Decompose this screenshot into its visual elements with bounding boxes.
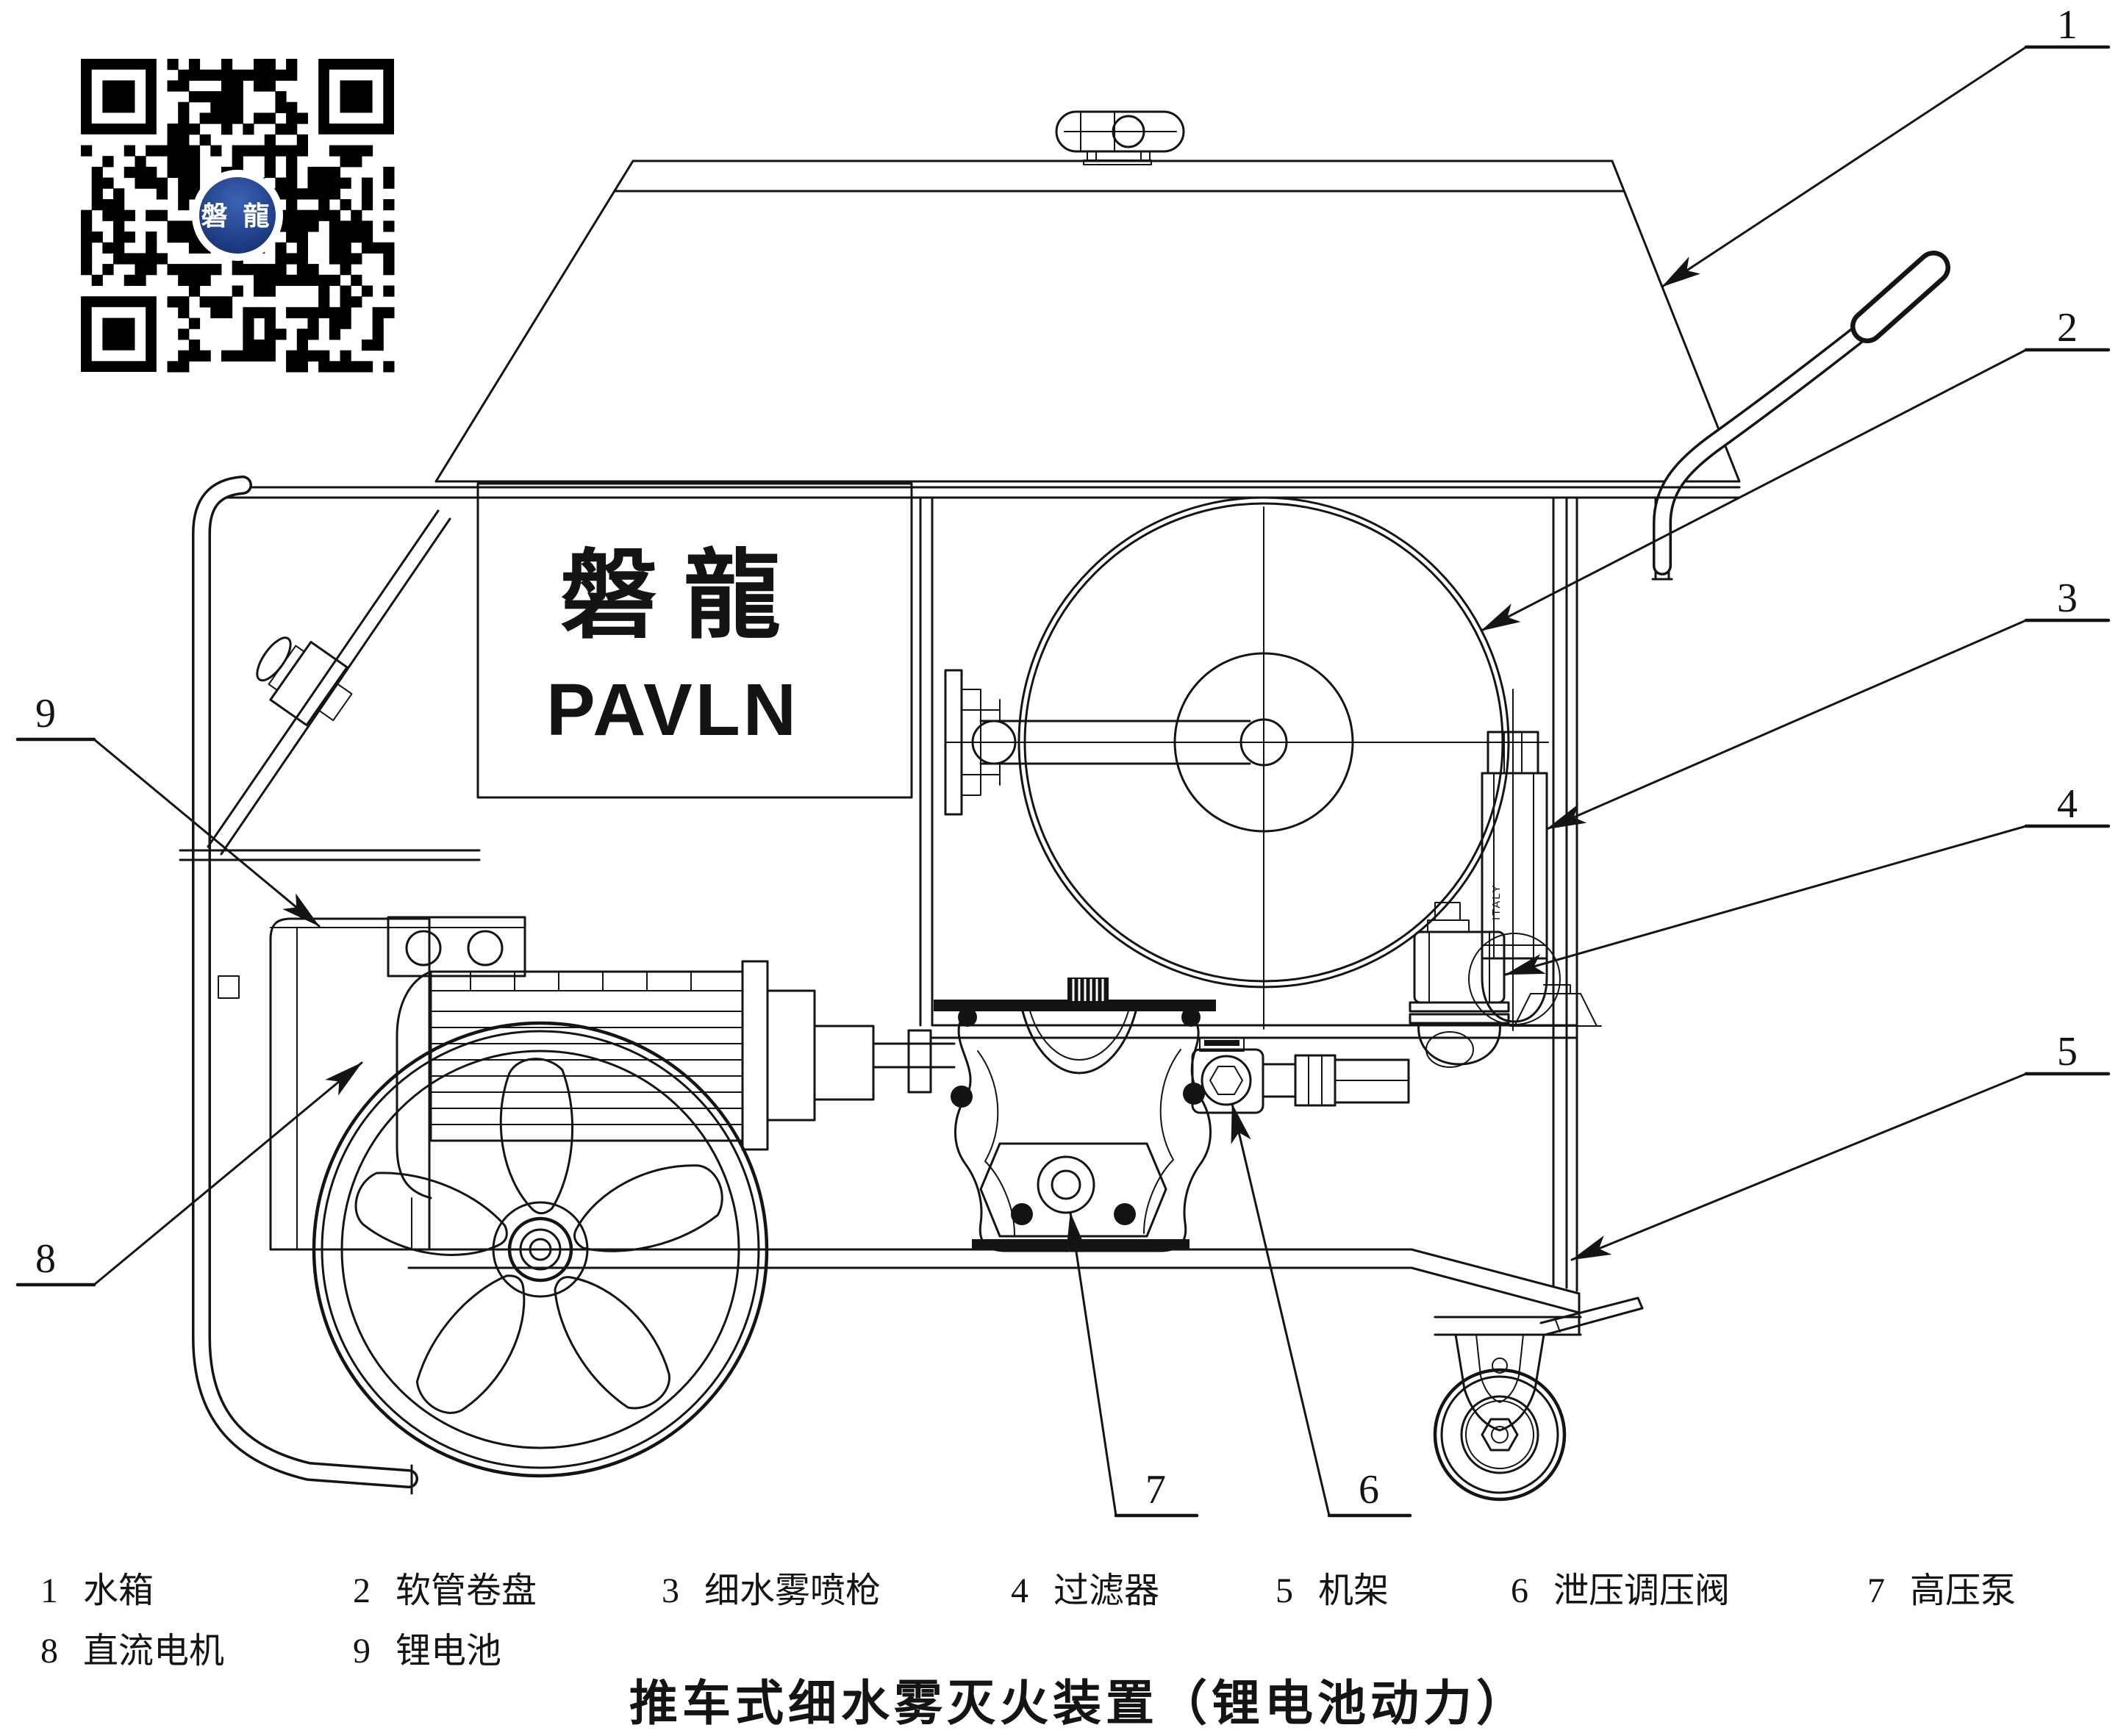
legend-item-4: 4 过滤器 [1011, 1571, 1159, 1610]
brace-clamp [256, 636, 353, 727]
legend-item-8: 8 直流电机 [40, 1632, 224, 1671]
caster-wheel [1433, 1296, 1644, 1502]
qr-logo-disc [199, 177, 276, 254]
callout-3-number: 3 [2057, 575, 2078, 621]
brand-chinese: 磐龍 [560, 542, 807, 650]
svg-text:锂电池: 锂电池 [396, 1632, 501, 1671]
callout-1-number: 1 [2057, 2, 2078, 48]
svg-text:6: 6 [1511, 1571, 1528, 1610]
push-handle [1651, 251, 1950, 581]
water-mist-gun: ITALY [1468, 689, 1561, 1031]
filter [1409, 902, 1510, 1068]
legend: 1 水箱 2 软管卷盘 3 细水雾喷枪 4 过滤器 5 机架 6 泄压调压阀 7… [40, 1571, 2016, 1671]
svg-text:3: 3 [662, 1571, 679, 1610]
relief-valve [1191, 1037, 1410, 1114]
pump-grip [1067, 978, 1109, 1002]
callout-1: 1 [1661, 2, 2111, 288]
brand-latin: PAVLN [546, 669, 799, 751]
svg-text:机架: 机架 [1318, 1571, 1389, 1610]
callout-5: 5 [1570, 1029, 2111, 1261]
callouts: 1 2 3 4 5 6 7 [15, 2, 2111, 1518]
hose-reel [944, 496, 1549, 1030]
qr-logo-text: 磐 龍 [201, 201, 273, 231]
svg-text:2: 2 [353, 1571, 371, 1610]
svg-text:软管卷盘: 软管卷盘 [396, 1571, 537, 1610]
svg-text:9: 9 [353, 1632, 371, 1671]
legend-item-3: 3 细水雾喷枪 [662, 1571, 881, 1610]
legend-item-6: 6 泄压调压阀 [1511, 1571, 1730, 1610]
svg-text:5: 5 [1276, 1571, 1293, 1610]
svg-text:细水雾喷枪: 细水雾喷枪 [704, 1571, 881, 1610]
high-pressure-pump [934, 978, 1216, 1252]
dc-motor [387, 916, 956, 1250]
callout-6-number: 6 [1359, 1467, 1379, 1513]
svg-text:过滤器: 过滤器 [1053, 1571, 1159, 1610]
device-drawing: 磐龍 PAVLN [179, 110, 1950, 1502]
callout-5-number: 5 [2057, 1029, 2078, 1075]
drawing-title: 推车式细水雾灭火装置（锂电池动力） [629, 1676, 1529, 1730]
callout-2-number: 2 [2057, 305, 2078, 351]
gun-marking-text: ITALY [1490, 884, 1503, 920]
svg-text:1: 1 [40, 1571, 58, 1610]
svg-text:水箱: 水箱 [83, 1571, 154, 1610]
callout-9: 9 [15, 691, 321, 928]
callout-4-number: 4 [2057, 781, 2078, 827]
main-wheel [312, 1021, 769, 1478]
tank-cap [1055, 110, 1185, 165]
svg-text:7: 7 [1867, 1571, 1885, 1610]
lithium-battery [269, 917, 431, 1251]
legend-item-1: 1 水箱 [40, 1571, 154, 1610]
callout-8: 8 [15, 1061, 363, 1287]
water-tank [434, 110, 1741, 483]
callout-4: 4 [1504, 781, 2111, 976]
legend-item-2: 2 软管卷盘 [353, 1571, 537, 1610]
callout-9-number: 9 [35, 691, 56, 736]
frame [179, 476, 1741, 1495]
svg-text:8: 8 [40, 1632, 58, 1671]
svg-text:泄压调压阀: 泄压调压阀 [1553, 1571, 1730, 1610]
svg-text:直流电机: 直流电机 [83, 1632, 224, 1671]
svg-text:高压泵: 高压泵 [1910, 1571, 2016, 1610]
callout-7: 7 [1066, 1211, 1199, 1518]
brand-panel: 磐龍 PAVLN [476, 482, 913, 799]
callout-2: 2 [1480, 305, 2111, 632]
legend-item-5: 5 机架 [1276, 1571, 1389, 1610]
legend-item-9: 9 锂电池 [353, 1632, 501, 1671]
callout-8-number: 8 [35, 1236, 56, 1282]
svg-text:4: 4 [1011, 1571, 1028, 1610]
legend-item-7: 7 高压泵 [1867, 1571, 2016, 1610]
callout-3: 3 [1545, 575, 2111, 831]
callout-6: 6 [1231, 1102, 1412, 1518]
qr-code: 磐 龍 [81, 59, 395, 373]
callout-7-number: 7 [1145, 1467, 1166, 1513]
